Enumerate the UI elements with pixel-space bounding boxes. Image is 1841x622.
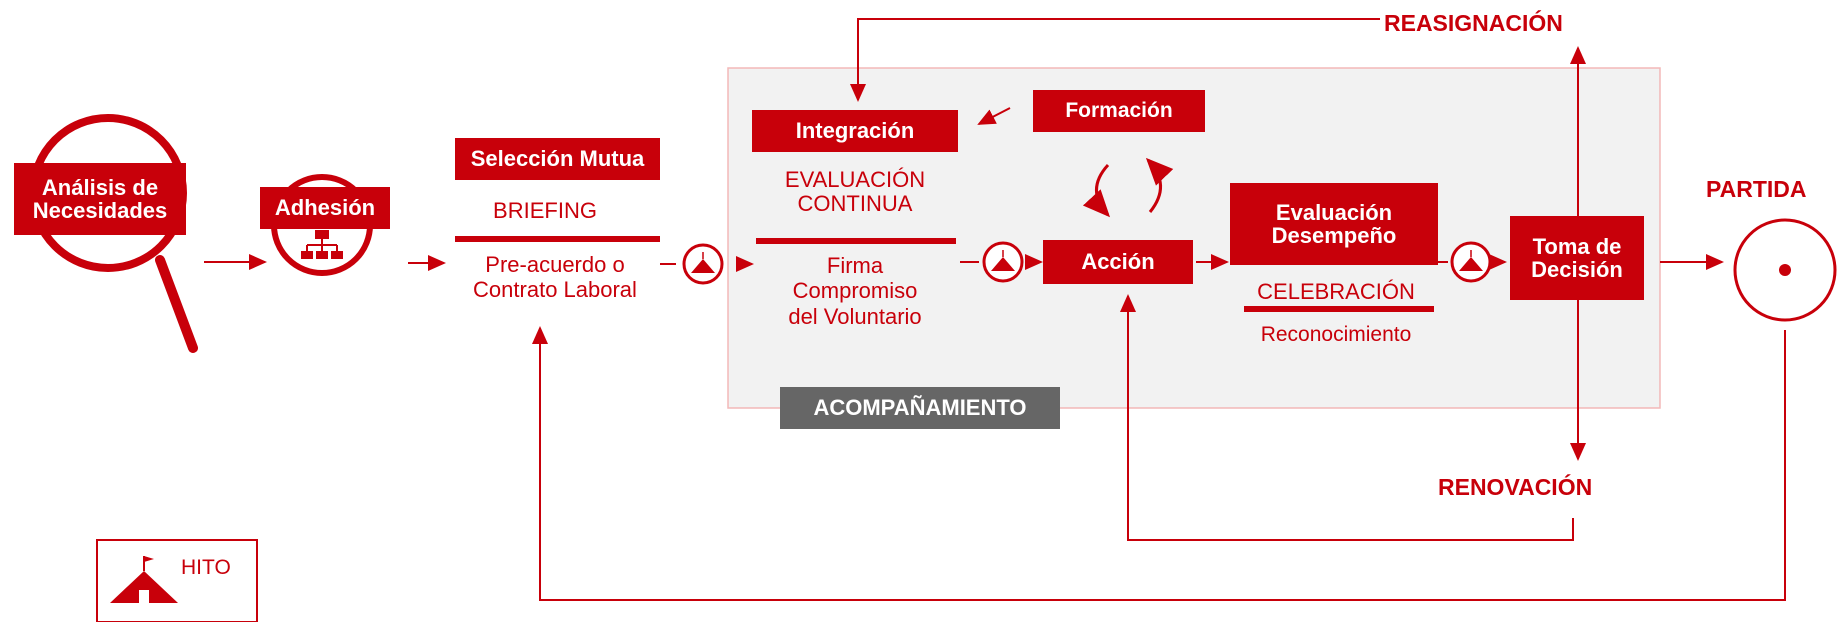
milestone-icon-1 — [682, 243, 724, 285]
evaluacion-continua-label: EVALUACIÓN CONTINUA — [784, 167, 926, 217]
arrow-partida-preacuerdo — [532, 326, 1786, 601]
reconocimiento-label: Reconocimiento — [1260, 323, 1412, 346]
briefing-label: BRIEFING — [493, 198, 597, 223]
tent-icon — [110, 556, 178, 603]
acompanamiento-label: ACOMPAÑAMIENTO — [780, 387, 1060, 429]
adhesion-box: Adhesión — [260, 187, 390, 229]
integracion-box: Integración — [752, 110, 958, 152]
seleccion-box: Selección Mutua — [455, 138, 660, 180]
accion-box: Acción — [1043, 240, 1193, 284]
arrow-formacion-integracion — [977, 107, 1011, 125]
formacion-box: Formación — [1033, 90, 1205, 132]
evaluacion-desempeno-box: Evaluación Desempeño — [1230, 183, 1438, 265]
divider-3 — [1244, 306, 1434, 312]
legend-hito-label: HITO — [181, 556, 231, 579]
analisis-box: Análisis de Necesidades — [14, 163, 186, 235]
cycle-arrows-icon — [1082, 157, 1174, 218]
milestone-icon-3 — [1450, 241, 1492, 283]
renovacion-label: RENOVACIÓN — [1438, 474, 1593, 500]
arrow-reasignacion-integracion — [850, 18, 1380, 102]
legend-box — [96, 539, 258, 622]
reasignacion-label: REASIGNACIÓN — [1384, 10, 1563, 36]
celebracion-label: CELEBRACIÓN — [1257, 279, 1415, 304]
firma-label: Firma Compromiso del Voluntario — [788, 253, 922, 329]
divider-2 — [756, 238, 956, 244]
partida-label: PARTIDA — [1706, 176, 1807, 202]
preacuerdo-label: Pre-acuerdo o Contrato Laboral — [473, 252, 637, 303]
toma-decision-box: Toma de Decisión — [1510, 216, 1644, 300]
partida-icon — [1733, 218, 1837, 322]
divider-1 — [455, 236, 660, 242]
milestone-icon-2 — [982, 241, 1024, 283]
arrow-renovacion-accion — [1120, 294, 1574, 541]
